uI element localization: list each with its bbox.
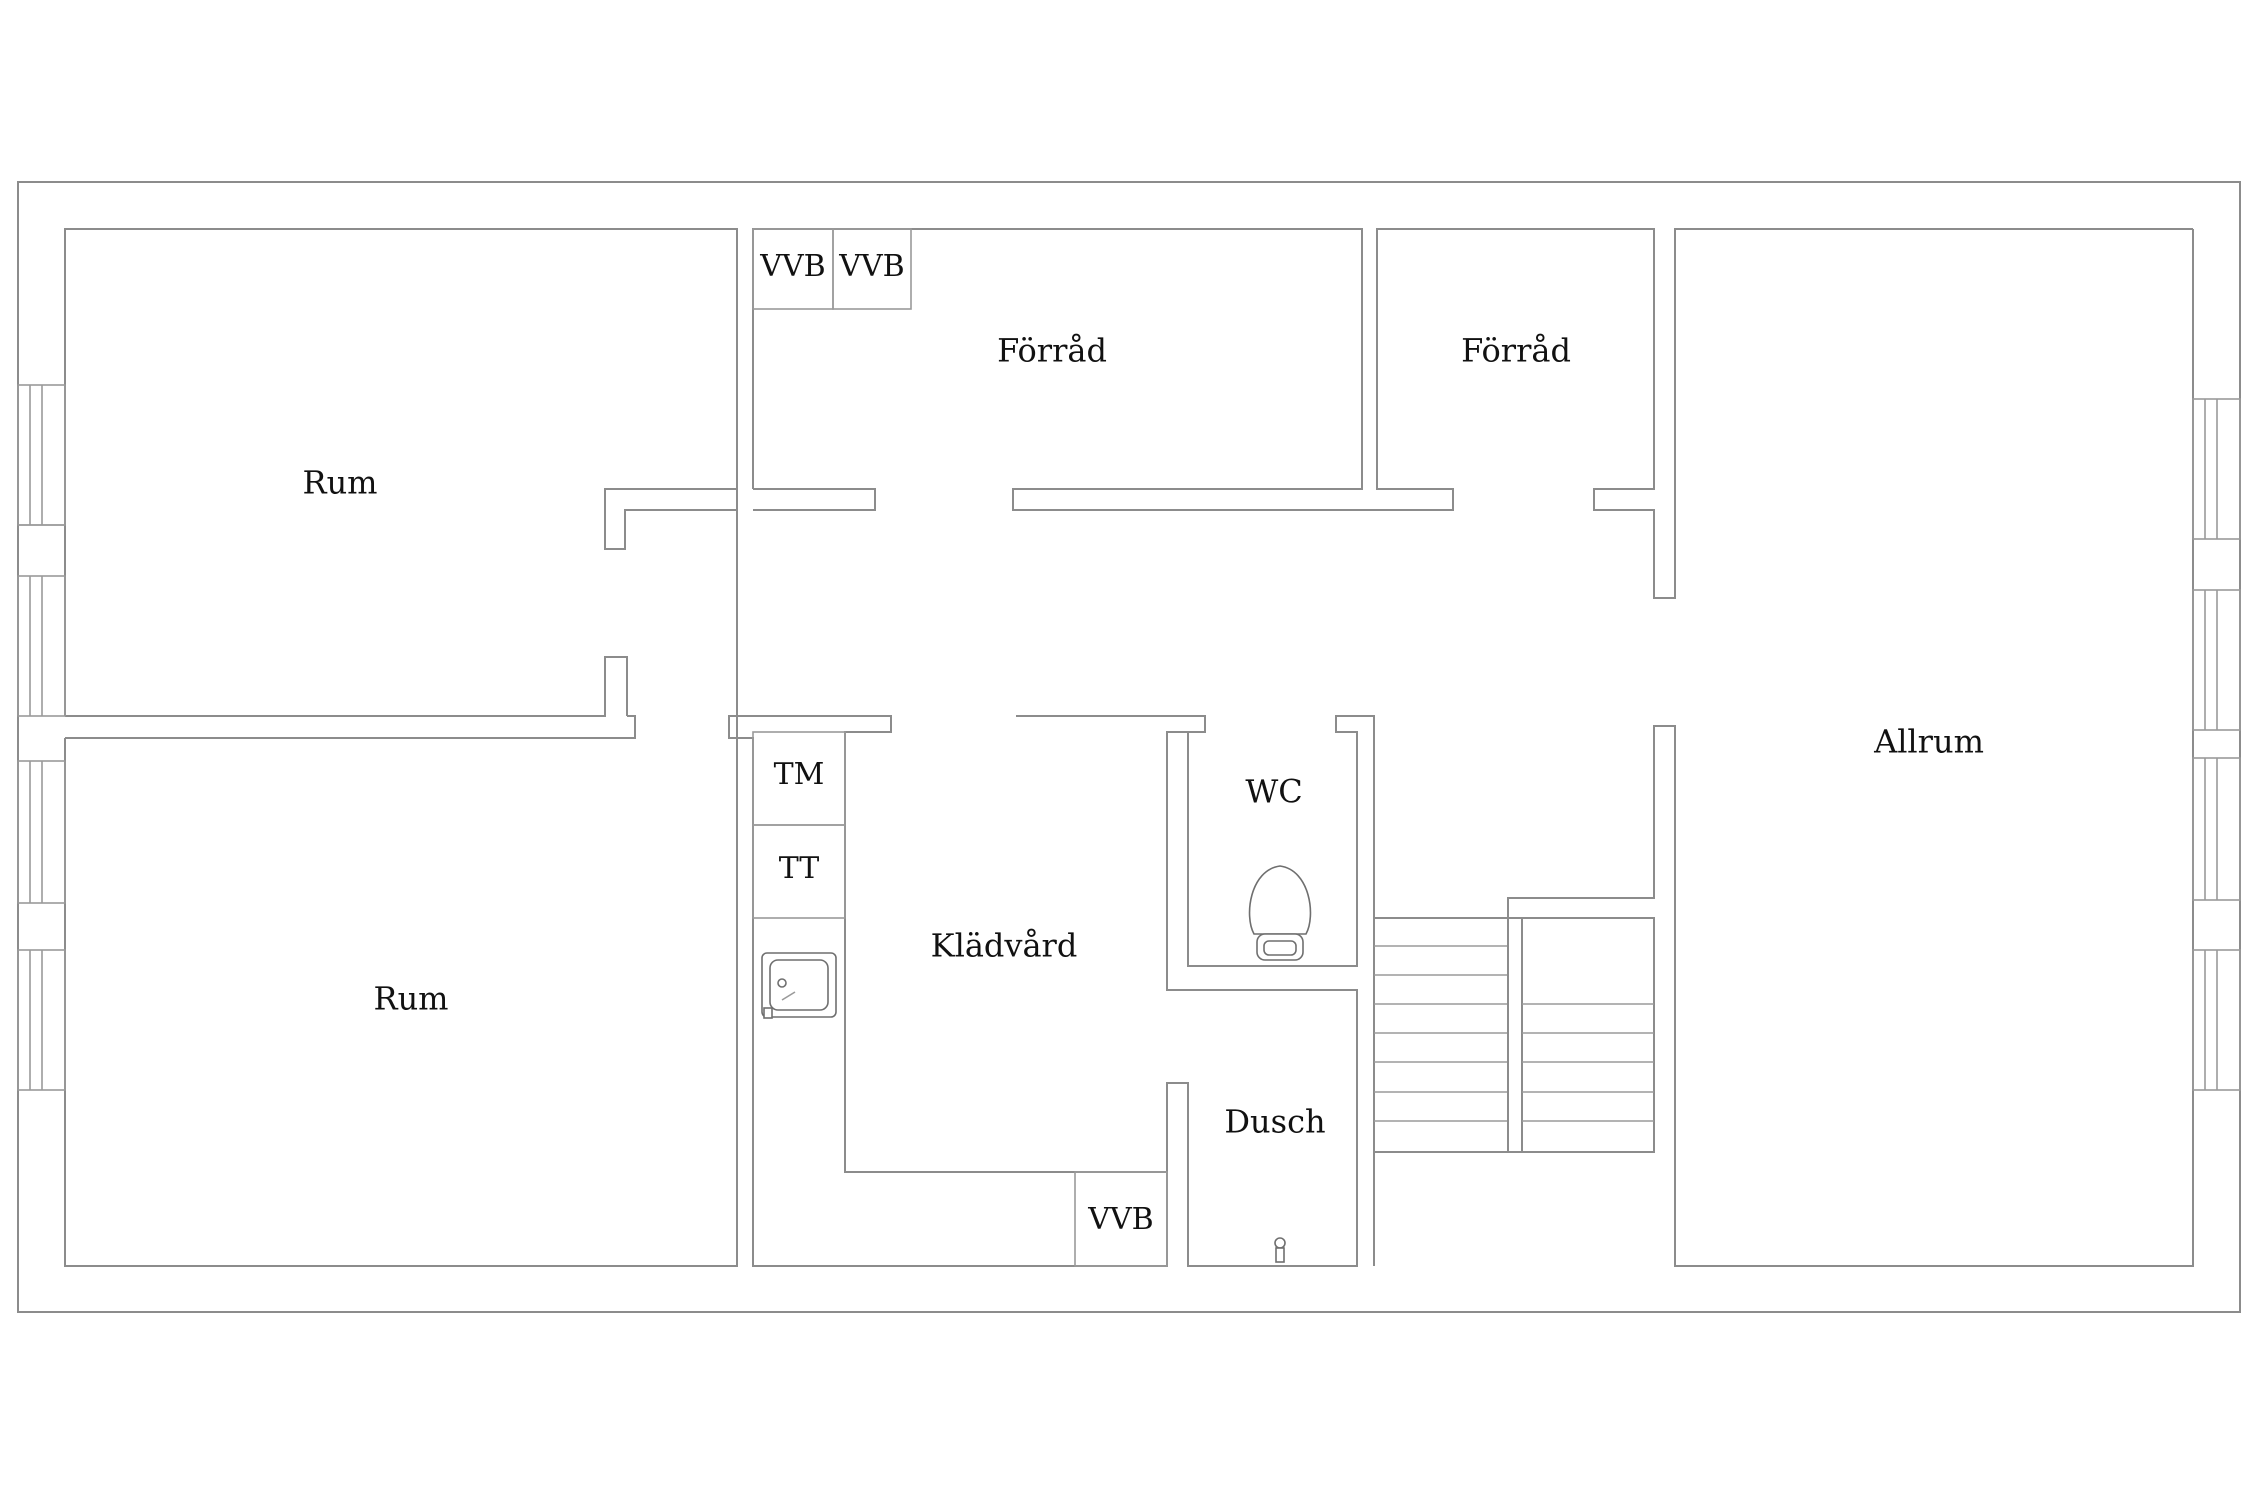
room-label-forrad-2: Förråd (1461, 332, 1571, 370)
fixture-label-tt: TT (779, 851, 820, 886)
fixture-label-vvb-1: VVB (759, 249, 825, 284)
room-label-kladvard: Klädvård (931, 927, 1078, 965)
room-label-allrum: Allrum (1873, 723, 1984, 761)
room-label-rum-bottom: Rum (373, 980, 448, 1018)
vvb-cabinet-3 (1074, 1171, 1168, 1267)
window-icon (2192, 398, 2241, 731)
room-rum-top-lower-wall (65, 656, 628, 717)
room-wc-wall (1187, 715, 1375, 1266)
sink-icon (761, 952, 837, 1019)
fixture-label-tm: TM (774, 757, 825, 792)
toilet-icon (1248, 865, 1312, 961)
window-icon (2192, 757, 2241, 1091)
room-kladvard-right-wall (1016, 715, 1358, 1267)
window-icon (17, 760, 66, 1091)
shower-drain-icon (1274, 1237, 1286, 1263)
room-label-forrad-1: Förråd (997, 332, 1107, 370)
outer-wall (17, 181, 2241, 1313)
window-icon (17, 384, 66, 717)
room-label-wc: WC (1245, 773, 1302, 811)
tt-cabinet (752, 824, 846, 919)
stairs-icon (1373, 917, 1655, 1153)
vvb-cabinet-2 (832, 228, 912, 310)
room-rum-bottom-wall (64, 489, 738, 1267)
room-label-rum-top: Rum (302, 464, 377, 502)
fixture-label-vvb-3: VVB (1087, 1202, 1153, 1237)
room-rum-top-wall (64, 228, 738, 716)
room-label-dusch: Dusch (1224, 1103, 1325, 1141)
fixture-label-vvb-2: VVB (838, 249, 904, 284)
room-allrum-wall (1507, 229, 2194, 1267)
room-forrad-1-front (753, 488, 876, 511)
room-forrad-1-wall (752, 228, 2193, 599)
